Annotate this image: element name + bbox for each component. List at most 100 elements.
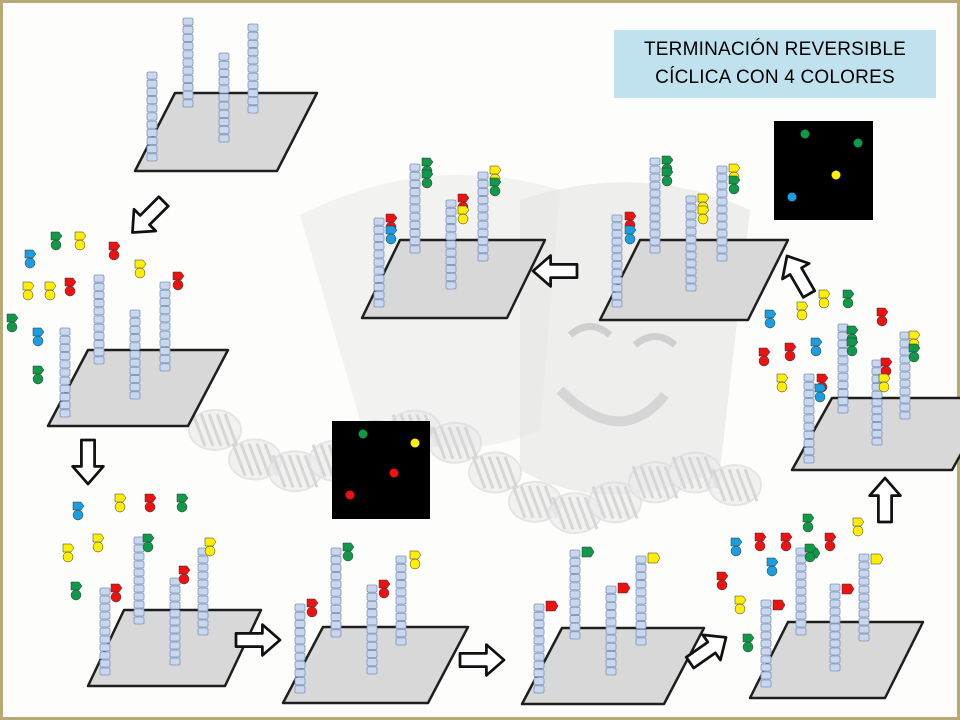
- nucleotide-block: [445, 256, 457, 265]
- nucleotide-block: [182, 99, 194, 108]
- nucleotide-block: [837, 348, 849, 357]
- nucleotide-block: [871, 406, 883, 415]
- nucleotide-block: [294, 685, 306, 694]
- nucleotide-block: [169, 657, 181, 666]
- nucleotide-block: [129, 383, 141, 392]
- dna-strand: [837, 323, 849, 414]
- nucleotide-block: [159, 322, 171, 331]
- labeled-nucleotide: [24, 249, 37, 269]
- nucleotide-block: [477, 220, 489, 229]
- nucleotide-block: [803, 430, 815, 439]
- nucleotide-block: [294, 603, 306, 612]
- nucleotide-block: [197, 579, 209, 588]
- terminator-flag: [716, 571, 729, 581]
- nucleotide-block: [373, 242, 385, 251]
- nucleotide-block: [533, 685, 545, 694]
- labeled-nucleotide: [409, 550, 422, 570]
- nucleotide-block: [59, 352, 71, 361]
- nucleotide-base: [802, 521, 814, 533]
- nucleotide-base: [342, 550, 354, 562]
- nucleotide-block: [59, 368, 71, 377]
- dna-rung: [519, 485, 535, 519]
- labeled-nucleotide: [144, 493, 157, 513]
- scan-spot: [389, 468, 399, 478]
- nucleotide-block: [169, 585, 181, 594]
- nucleotide-base: [178, 573, 190, 585]
- nucleotide-block: [129, 334, 141, 343]
- nucleotide-block: [93, 340, 105, 349]
- nucleotide-block: [366, 584, 378, 593]
- nucleotide-block: [569, 590, 581, 599]
- nucleotide-block: [649, 165, 661, 174]
- nucleotide-block: [803, 422, 815, 431]
- terminator-flag: [728, 163, 741, 173]
- labeled-nucleotide: [802, 513, 815, 533]
- nucleotide-block: [146, 153, 158, 162]
- title-line-1: TERMINACIÓN REVERSIBLE: [643, 39, 906, 60]
- nucleotide-block: [146, 145, 158, 154]
- dna-rung: [615, 485, 631, 519]
- dna-rung: [279, 454, 295, 488]
- dna-rung: [247, 442, 263, 477]
- terminator-flag: [908, 343, 921, 353]
- terminator-flag: [545, 600, 559, 612]
- nucleotide-block: [93, 331, 105, 340]
- nucleotide-block: [569, 557, 581, 566]
- labeled-nucleotide: [776, 373, 789, 393]
- terminator-flag: [776, 373, 789, 383]
- nucleotide-block: [159, 289, 171, 298]
- nucleotide-block: [760, 599, 772, 608]
- nucleotide-block: [218, 93, 230, 102]
- nucleotide-block: [649, 181, 661, 190]
- nucleotide-block: [445, 232, 457, 241]
- dna-rung: [591, 485, 607, 519]
- nucleotide-block: [795, 579, 807, 588]
- nucleotide-block: [247, 56, 259, 65]
- labeled-nucleotide: [764, 309, 777, 329]
- nucleotide-block: [569, 565, 581, 574]
- dna-strand: [409, 163, 421, 254]
- nucleotide-base: [624, 233, 636, 245]
- nucleotide-block: [373, 291, 385, 300]
- nucleotide-block: [395, 596, 407, 605]
- nucleotide-block: [716, 229, 728, 238]
- dna-strand: [133, 536, 145, 625]
- nucleotide-block: [611, 268, 623, 277]
- labeled-nucleotide: [796, 301, 809, 321]
- nucleotide-block: [871, 390, 883, 399]
- terminator-flag: [880, 357, 893, 367]
- dna-strand: [197, 547, 209, 636]
- nucleotide-block: [395, 637, 407, 646]
- nucleotide-block: [247, 31, 259, 40]
- nucleotide-block: [871, 414, 883, 422]
- nucleotide-block: [129, 317, 141, 326]
- nucleotide-block: [294, 669, 306, 678]
- nucleotide-block: [685, 227, 697, 236]
- labeled-nucleotide: [72, 501, 85, 521]
- nucleotide-block: [218, 60, 230, 69]
- nucleotide-block: [294, 611, 306, 620]
- nucleotide-block: [445, 248, 457, 257]
- nucleotide-base: [780, 540, 792, 552]
- dna-strand: [330, 547, 342, 638]
- nucleotide-block: [829, 639, 841, 648]
- terminator-flag: [697, 193, 710, 203]
- nucleotide-block: [569, 574, 581, 583]
- nucleotide-block: [182, 17, 194, 26]
- terminator-flag: [728, 175, 741, 185]
- terminator-flag: [802, 513, 815, 523]
- terminator-flag: [818, 289, 831, 299]
- dna-rung: [255, 442, 271, 477]
- labeled-nucleotide: [814, 383, 827, 403]
- nucleotide-block: [93, 323, 105, 332]
- nucleotide-block: [294, 619, 306, 628]
- nucleotide-block: [569, 631, 581, 640]
- nucleotide-block: [445, 273, 457, 282]
- nucleotide-block: [795, 611, 807, 620]
- nucleotide-block: [533, 677, 545, 686]
- nucleotide-block: [99, 635, 111, 644]
- labeled-nucleotide: [114, 493, 127, 513]
- dna-rung: [207, 413, 223, 447]
- terminator-flag: [62, 543, 75, 553]
